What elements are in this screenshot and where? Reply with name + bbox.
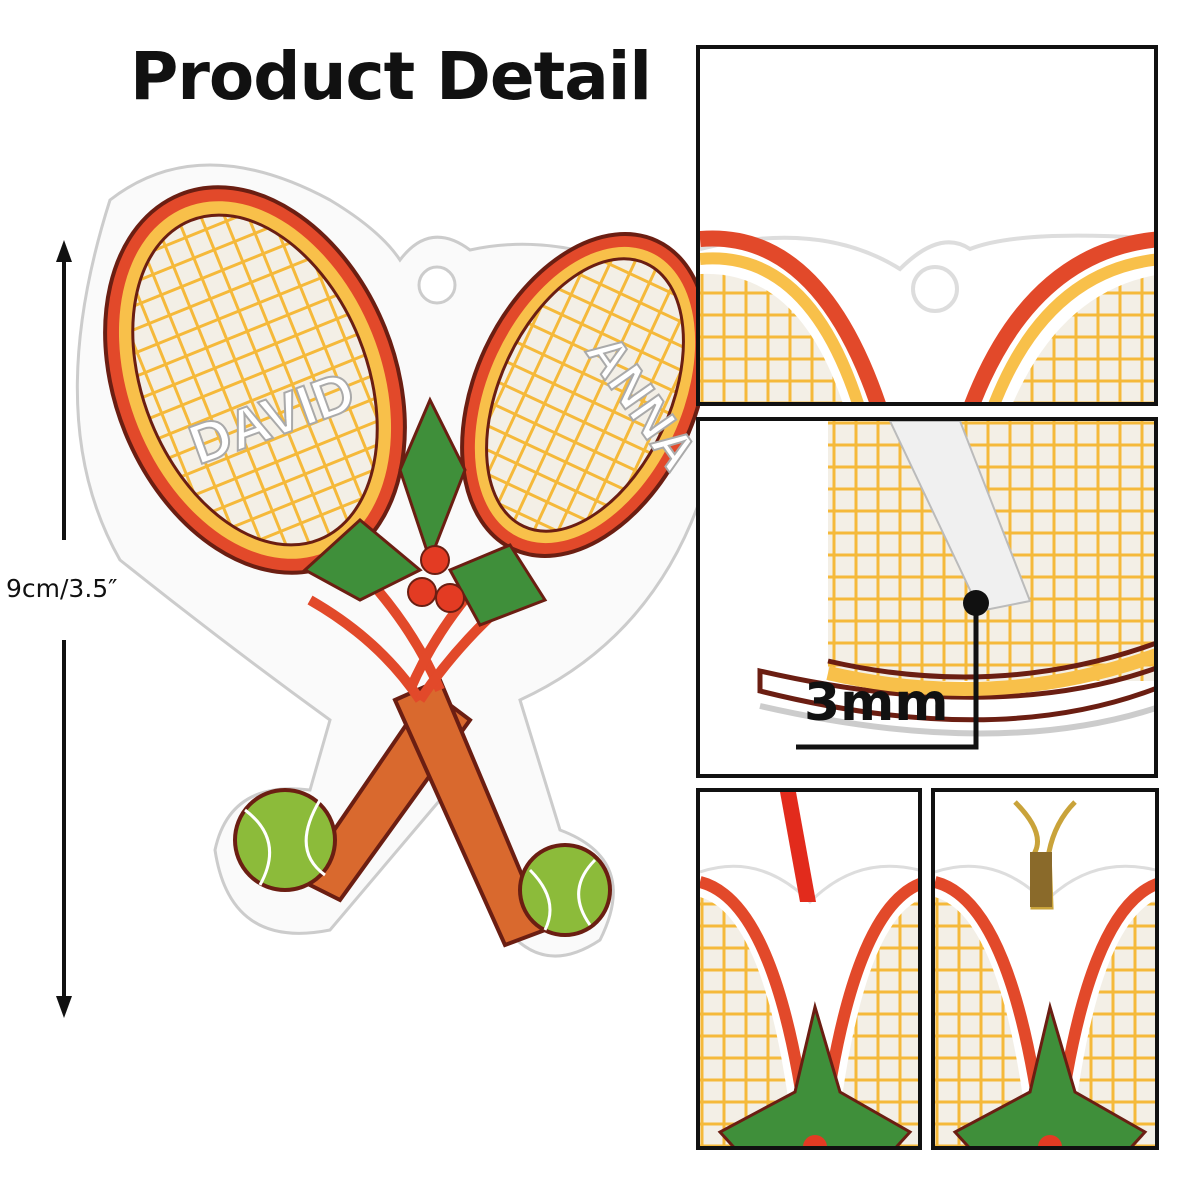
- dimension-label: 9cm/3.5″: [6, 574, 118, 603]
- thickness-label: 3mm: [804, 673, 949, 733]
- closeup-gold-string: [935, 800, 1155, 1146]
- closeup-hanging-hole: [700, 230, 1154, 402]
- hanging-hole: [417, 265, 457, 305]
- closeup-red-ribbon: [700, 792, 918, 1146]
- detail-panel-gold-string: [931, 788, 1159, 1150]
- dimension-line-top: [62, 258, 66, 540]
- closeup-thickness: [757, 421, 1154, 750]
- tennis-ball-left: [233, 788, 337, 892]
- dimension-line-bottom: [62, 640, 66, 1000]
- detail-panel-thickness: 3mm: [696, 417, 1158, 778]
- holly-decoration: [302, 396, 548, 627]
- racket-right: [460, 232, 700, 558]
- arrow-up-icon: [56, 240, 72, 262]
- tennis-ball-right: [518, 843, 612, 937]
- detail-panel-top: [696, 45, 1158, 406]
- racket-left: [103, 185, 407, 575]
- arrow-down-icon: [56, 996, 72, 1018]
- detail-panel-ribbon: [696, 788, 922, 1150]
- page-title: Product Detail: [130, 38, 652, 115]
- ornament-illustration: DAVID ANNA: [75, 163, 700, 958]
